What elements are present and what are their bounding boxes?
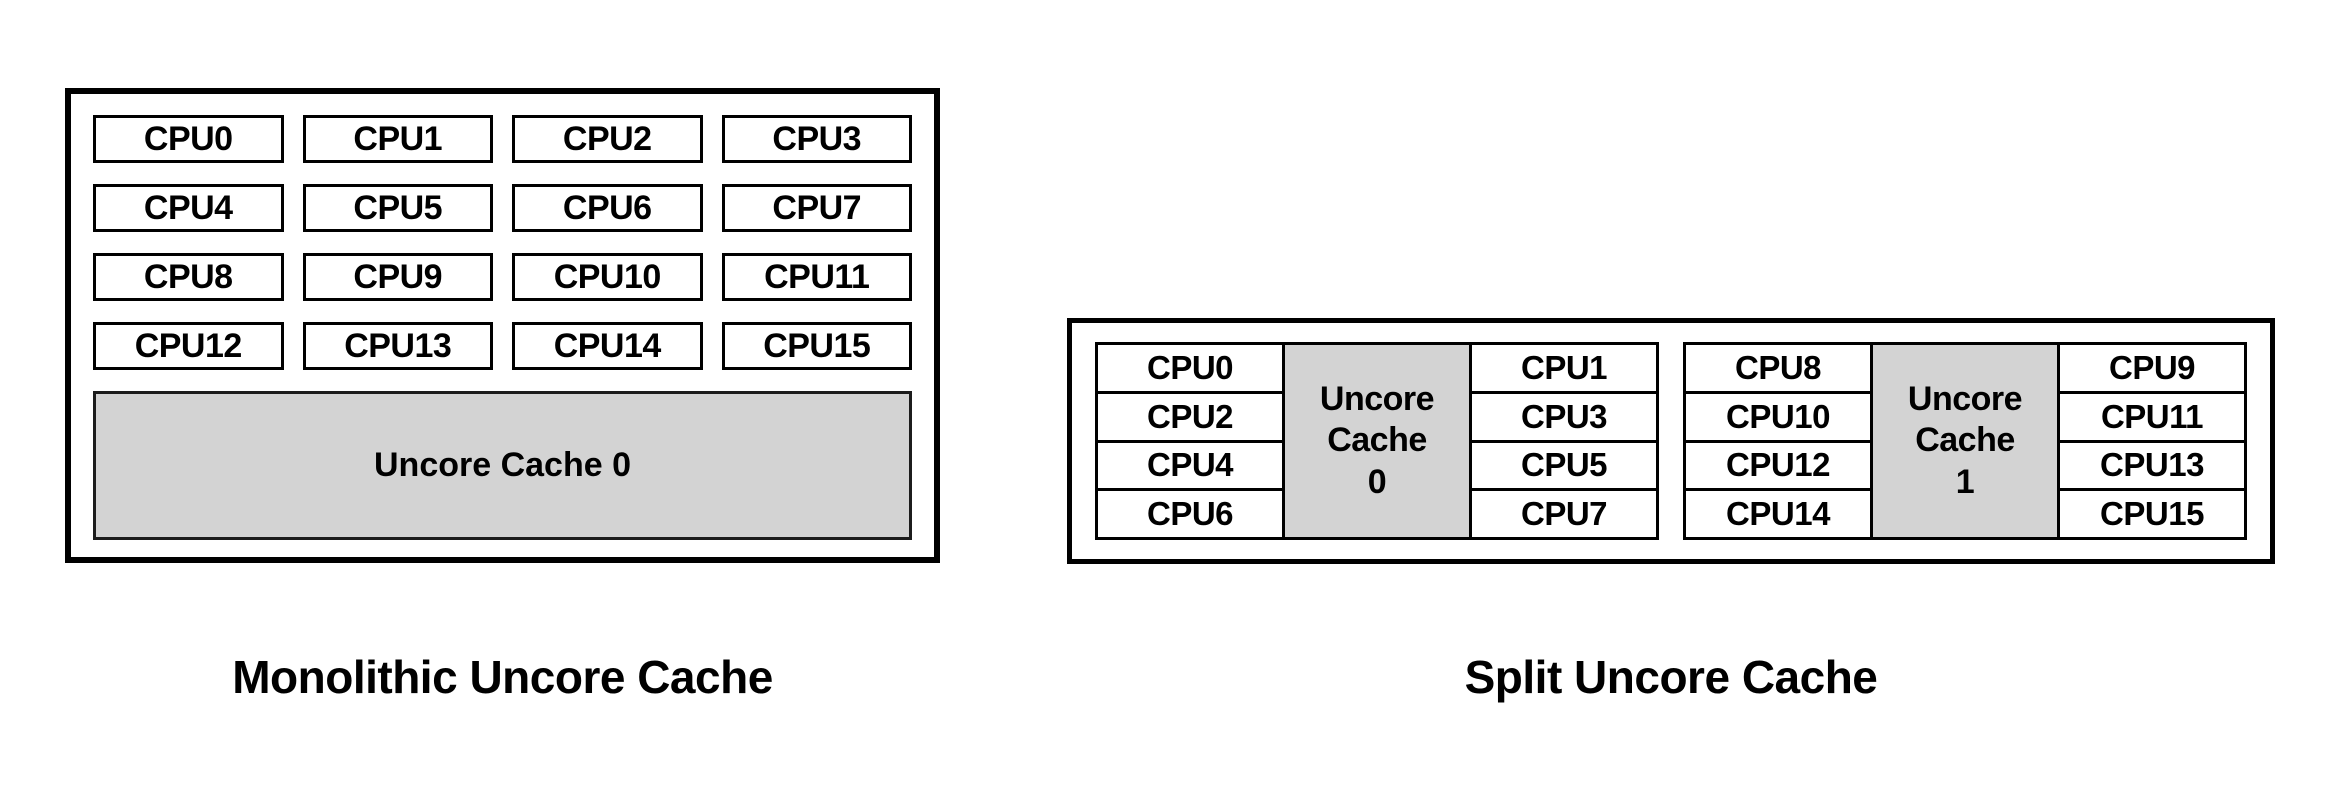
cpu-cell: CPU5 <box>1472 442 1656 489</box>
cpu-cell: CPU0 <box>1098 345 1282 391</box>
cpu-cell: CPU10 <box>1686 393 1870 440</box>
cpu-box: CPU7 <box>721 184 912 232</box>
split-uncore-diagram: Uncore Cache 0 CPU0 CPU2 CPU4 CPU6 CPU1 … <box>1067 318 2275 564</box>
cpu-cell: CPU13 <box>2060 442 2244 489</box>
cpu-box: CPU6 <box>512 184 703 232</box>
cpu-box: CPU0 <box>93 115 284 163</box>
cpu-box: CPU12 <box>93 322 284 370</box>
cpu-box: CPU8 <box>93 253 284 301</box>
cpu-cell: CPU9 <box>2060 345 2244 391</box>
cache-line: 1 <box>1955 462 1975 501</box>
cache-line: Uncore <box>1907 379 2023 418</box>
cpu-box: CPU14 <box>512 322 703 370</box>
cache-line: Cache <box>1915 421 2015 460</box>
monolithic-uncore-diagram: CPU0 CPU1 CPU2 CPU3 CPU4 CPU5 CPU6 CPU7 … <box>65 88 940 563</box>
cpu-cell: CPU11 <box>2060 393 2244 440</box>
cpu-cell: CPU2 <box>1098 393 1282 440</box>
cpu-box: CPU11 <box>721 253 912 301</box>
uncore-cache-0-cell: Uncore Cache 0 <box>1285 345 1469 537</box>
cache-line: Uncore <box>1319 379 1435 418</box>
cpu-box: CPU3 <box>721 115 912 163</box>
cpu-box: CPU9 <box>302 253 493 301</box>
cpu-cluster-1: Uncore Cache 1 CPU8 CPU10 CPU12 CPU14 CP… <box>1683 342 2247 540</box>
cpu-cell: CPU7 <box>1472 491 1656 537</box>
cpu-box: CPU1 <box>302 115 493 163</box>
cpu-cell: CPU14 <box>1686 491 1870 537</box>
monolithic-caption: Monolithic Uncore Cache <box>232 651 773 703</box>
cpu-grid: CPU0 CPU1 CPU2 CPU3 CPU4 CPU5 CPU6 CPU7 … <box>93 115 912 370</box>
cpu-cell: CPU3 <box>1472 393 1656 440</box>
cache-line: 0 <box>1367 462 1387 501</box>
cpu-cell: CPU6 <box>1098 491 1282 537</box>
cpu-cell: CPU1 <box>1472 345 1656 391</box>
cache-line: Cache <box>1327 421 1427 460</box>
cpu-box: CPU13 <box>302 322 493 370</box>
cpu-box: CPU15 <box>721 322 912 370</box>
cpu-cell: CPU4 <box>1098 442 1282 489</box>
cpu-cell: CPU12 <box>1686 442 1870 489</box>
uncore-cache-0-box: Uncore Cache 0 <box>93 391 912 540</box>
uncore-cache-1-cell: Uncore Cache 1 <box>1873 345 2057 537</box>
cpu-cell: CPU8 <box>1686 345 1870 391</box>
cpu-box: CPU2 <box>512 115 703 163</box>
split-caption: Split Uncore Cache <box>1464 651 1878 703</box>
cpu-box: CPU4 <box>93 184 284 232</box>
cpu-box: CPU5 <box>302 184 493 232</box>
cpu-box: CPU10 <box>512 253 703 301</box>
cpu-cell: CPU15 <box>2060 491 2244 537</box>
cpu-cluster-0: Uncore Cache 0 CPU0 CPU2 CPU4 CPU6 CPU1 … <box>1095 342 1659 540</box>
